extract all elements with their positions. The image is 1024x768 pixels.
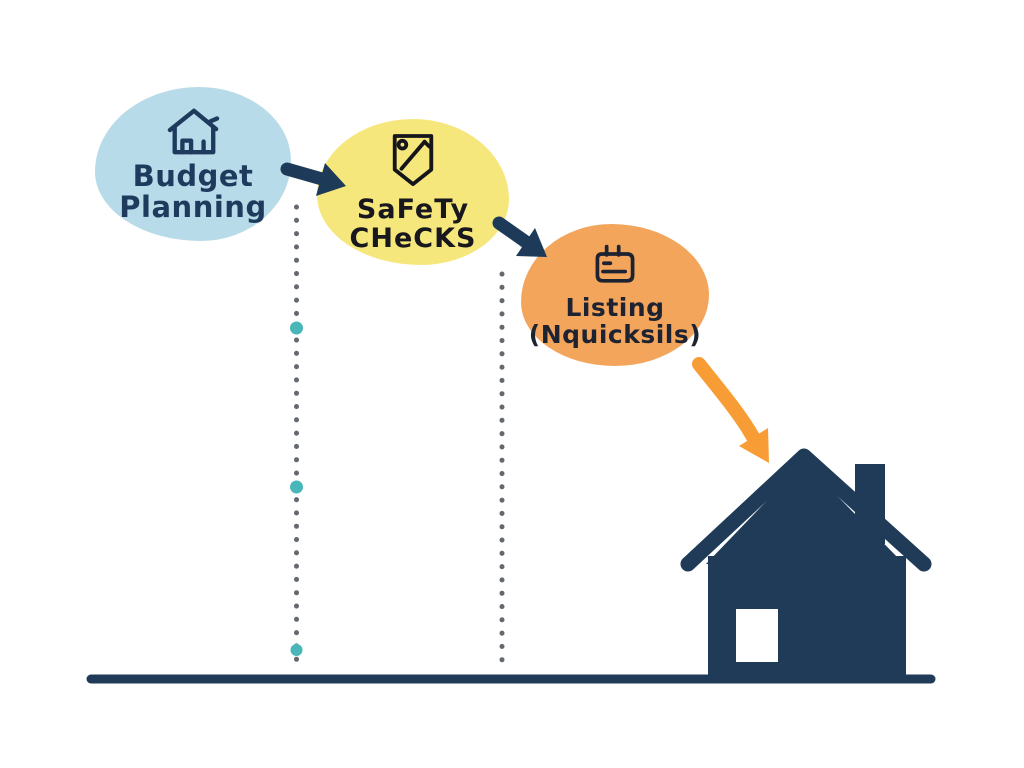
shield-pencil-icon bbox=[392, 133, 434, 186]
calendar-icon bbox=[595, 244, 635, 283]
node-label-line: Listing bbox=[565, 293, 665, 322]
arrow-safety-to-listing bbox=[492, 216, 547, 257]
teal-accent-dot bbox=[290, 321, 303, 335]
teal-accent-dot bbox=[290, 644, 303, 656]
house-outline-icon bbox=[167, 108, 220, 155]
node-label-budget-planning: Budget Planning bbox=[119, 158, 267, 224]
arrow-listing-to-house bbox=[692, 357, 769, 463]
house-roof-eaves bbox=[680, 448, 932, 572]
node-label-safety-checks: SaFeTy CHeCKS bbox=[350, 195, 477, 253]
house-window bbox=[736, 609, 778, 662]
node-safety-checks: SaFeTy CHeCKS bbox=[317, 119, 509, 265]
node-label-line: CHeCKS bbox=[349, 223, 477, 254]
teal-accent-dot bbox=[290, 480, 303, 494]
node-label-line: Planning bbox=[119, 190, 267, 224]
node-label-line: (Nquicksils) bbox=[528, 320, 702, 349]
node-label-line: SaFeTy bbox=[356, 193, 470, 225]
house-roof bbox=[706, 462, 904, 564]
house-silhouette bbox=[680, 448, 932, 678]
house-body bbox=[708, 556, 906, 678]
node-label-line: Budget bbox=[132, 158, 254, 193]
house-chimney bbox=[855, 464, 885, 544]
node-label-listing: Listing (Nquicksils) bbox=[529, 294, 701, 348]
node-budget-planning: Budget Planning bbox=[95, 87, 291, 241]
node-listing: Listing (Nquicksils) bbox=[521, 224, 709, 366]
